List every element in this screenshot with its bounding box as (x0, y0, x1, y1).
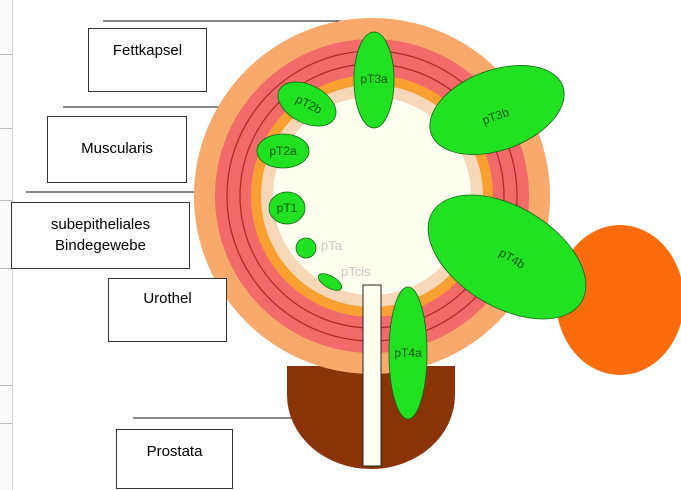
stage-label-pT1: pT1 (277, 201, 298, 215)
tumor-pTa (296, 238, 316, 258)
stage-label-pTcis: pTcis (341, 264, 371, 279)
label-urothel: Urothel (108, 278, 227, 342)
stage-label-pT4a: pT4a (394, 346, 422, 360)
label-fettkapsel: Fettkapsel (88, 28, 207, 92)
urethra-channel (363, 285, 381, 466)
stage-label-pT2a: pT2a (269, 144, 297, 158)
label-prostata: Prostata (116, 429, 233, 489)
label-subepitheliales-bindegewebe: subepitheliales Bindegewebe (11, 202, 190, 269)
label-muscularis: Muscularis (47, 116, 187, 183)
stage-label-pTa: pTa (321, 238, 343, 253)
stage-label-pT3a: pT3a (360, 72, 388, 86)
